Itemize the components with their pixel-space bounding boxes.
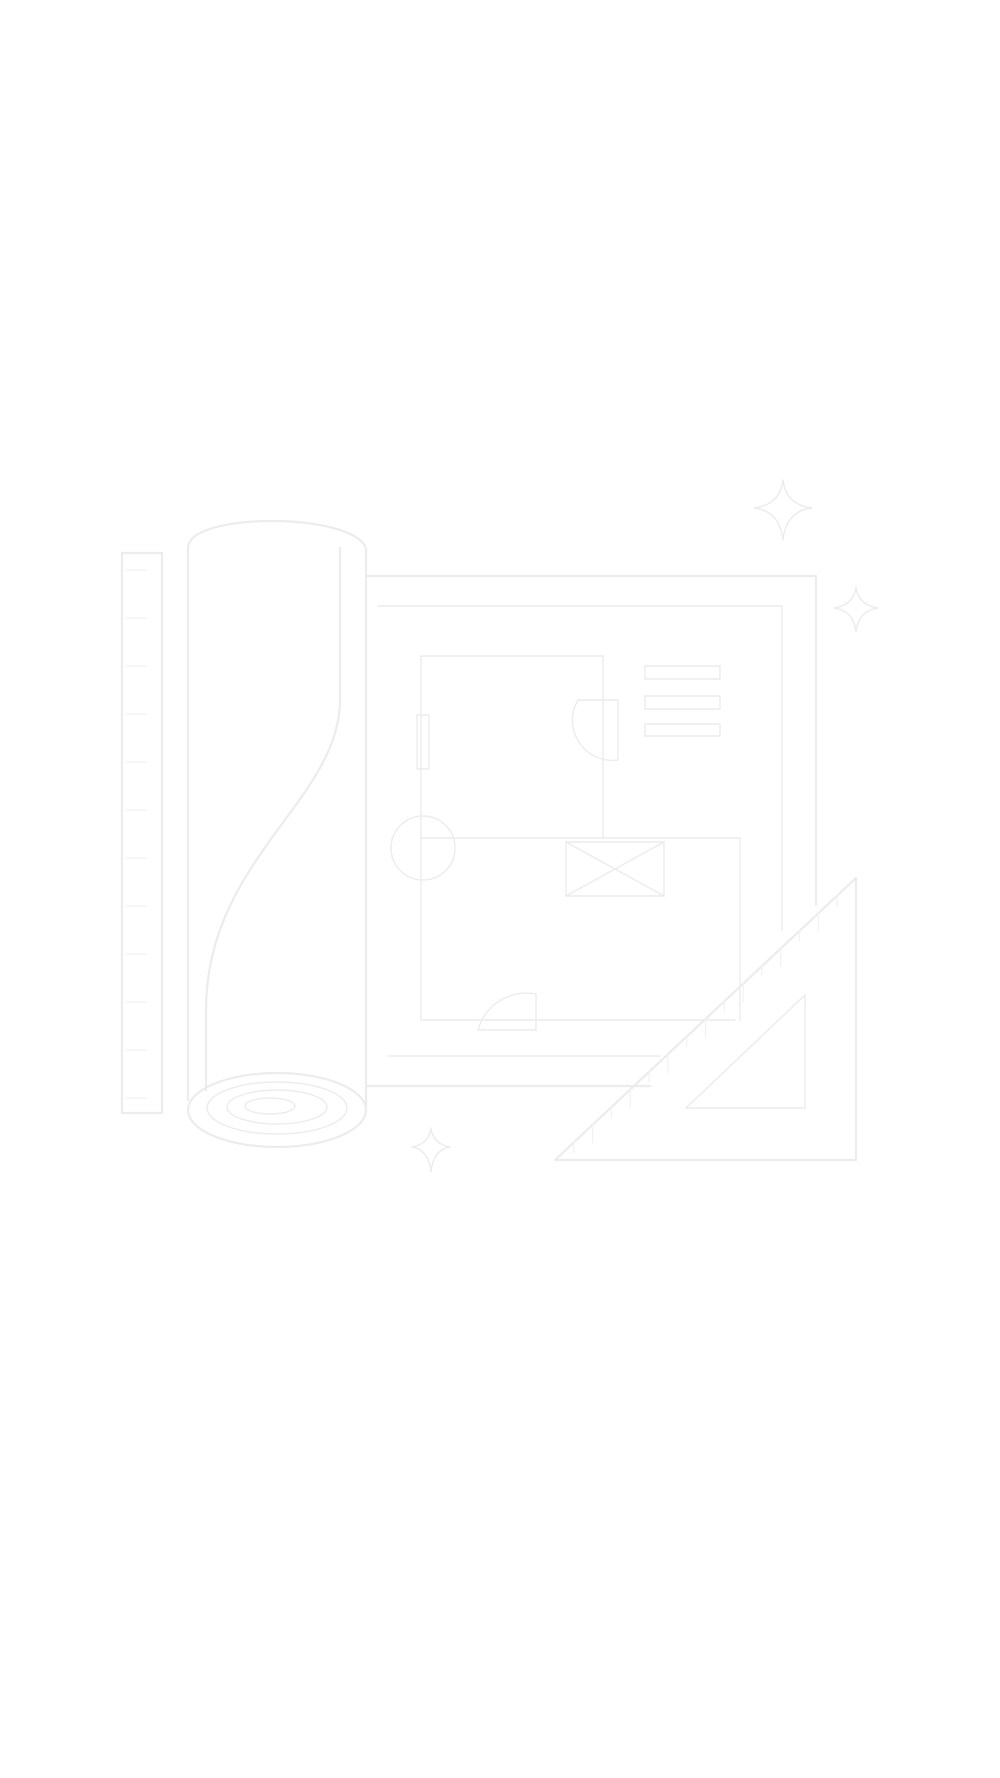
set-square-icon xyxy=(553,876,858,1162)
sparkle-icon xyxy=(833,586,879,633)
blueprint-sheet-icon xyxy=(364,574,818,1088)
sparkle-icon xyxy=(753,479,813,541)
ruler-icon xyxy=(120,551,164,1115)
paper-roll-icon xyxy=(186,519,368,1149)
sparkle-icon xyxy=(411,1127,451,1173)
